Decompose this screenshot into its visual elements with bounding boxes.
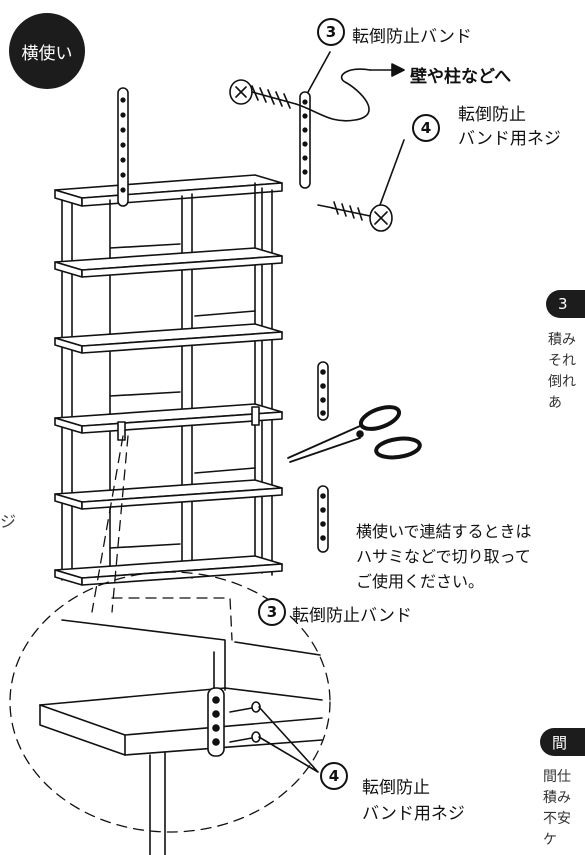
section-text-line: 積み	[543, 790, 571, 806]
cut-off-label: ジ	[0, 512, 17, 531]
band-cut-pieces	[317, 361, 329, 553]
section-tag: 間	[540, 728, 585, 756]
section-text-line: それ	[548, 353, 576, 369]
instruction-line: ご使用ください。	[356, 572, 485, 591]
band-attached-top	[117, 87, 129, 207]
section-text-line: 倒れ	[548, 374, 576, 390]
screw-label-line1: 転倒防止	[362, 778, 430, 798]
detail-closeup	[39, 619, 323, 855]
band-floating	[299, 51, 331, 189]
screw-number-badge: 4	[412, 114, 440, 142]
screw-icon	[229, 68, 371, 122]
section-text-line: 積み	[548, 332, 576, 348]
screw-label-line2: バンド用ネジ	[362, 804, 465, 824]
band-number-badge: 3	[258, 598, 286, 626]
instruction-text: 横使いで連結するときは ハサミなどで切り取って ご使用ください。	[356, 519, 532, 594]
instruction-line: ハサミなどで切り取って	[356, 547, 531, 566]
scissors-icon	[287, 405, 422, 463]
section-tag: 3	[546, 290, 585, 318]
band-label: 転倒防止バンド	[292, 606, 412, 626]
screw-label-line1: 転倒防止	[458, 105, 526, 125]
wall-label: 壁や柱などへ	[410, 67, 512, 87]
screw-label-line2: バンド用ネジ	[458, 129, 561, 149]
screw-number-badge: 4	[320, 762, 348, 790]
section-text-line: あ	[548, 395, 562, 411]
section-text: 間仕 積み 不安 ケ	[543, 767, 571, 851]
instruction-line: 横使いで連結するときは	[356, 522, 532, 541]
screw-icon	[317, 139, 405, 232]
arrow-right-icon	[369, 63, 405, 77]
section-text-line: 不安	[543, 811, 571, 827]
detail-zoom-outline	[9, 435, 331, 833]
band-label: 転倒防止バンド	[352, 27, 472, 47]
mode-badge: 横使い	[9, 13, 85, 89]
section-text-line: 間仕	[543, 769, 571, 785]
section-text-line: ケ	[543, 832, 557, 848]
section-text: 積み それ 倒れ あ	[548, 330, 576, 414]
shelf-unit	[54, 174, 283, 586]
band-number-badge: 3	[317, 18, 345, 46]
